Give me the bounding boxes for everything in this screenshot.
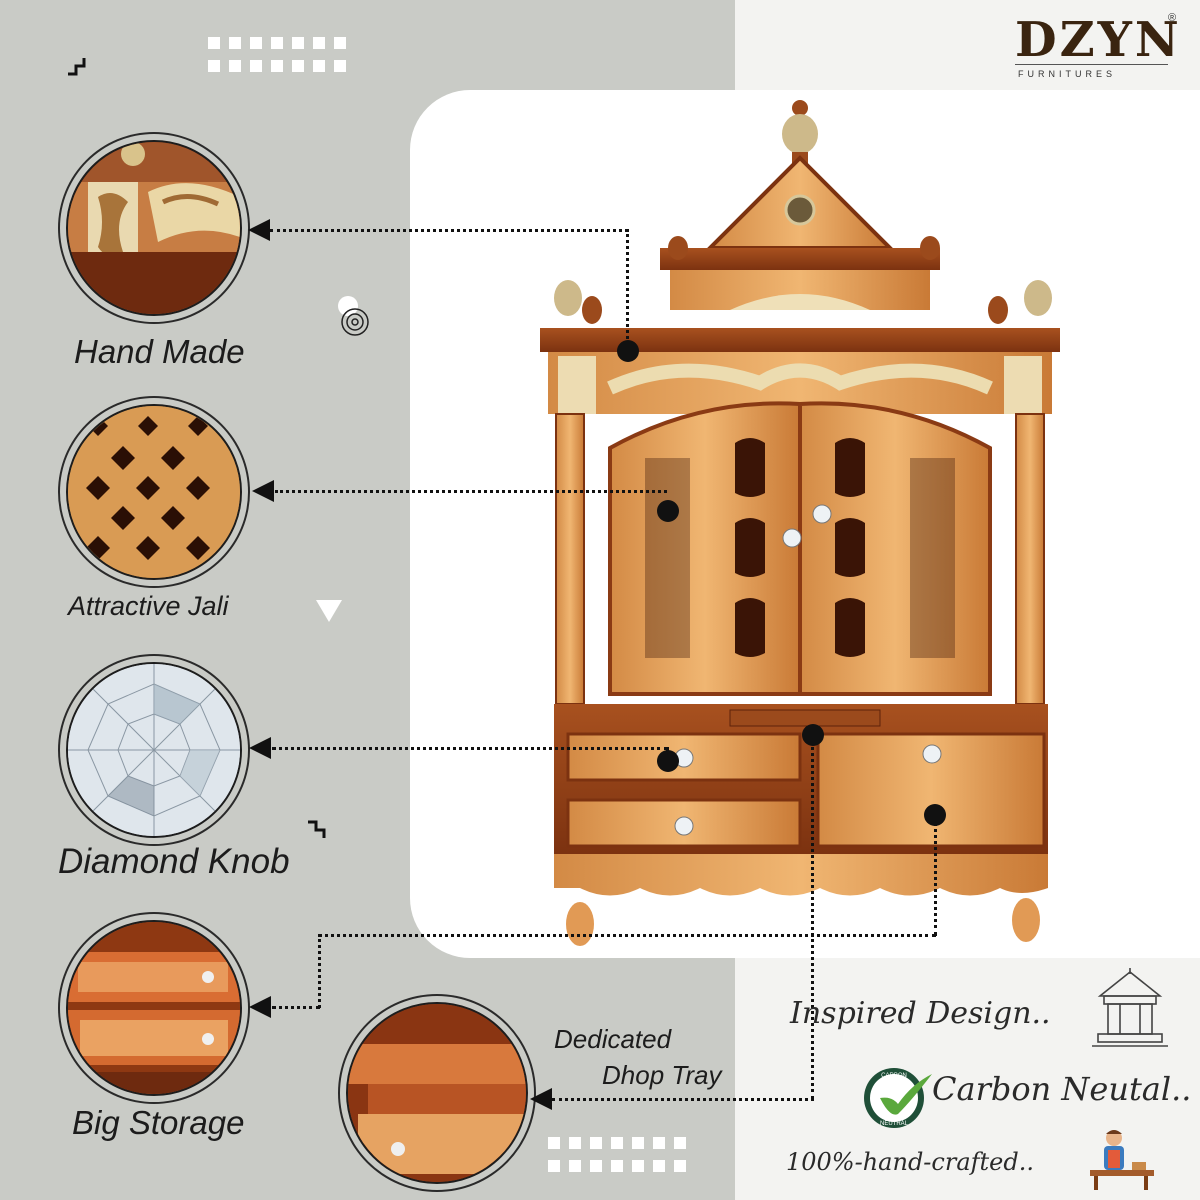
dhop-tray-closeup xyxy=(346,1002,528,1184)
pointer-dot-jali xyxy=(657,500,679,522)
hand-crafted-text: 100%-hand-crafted.. xyxy=(786,1148,1034,1176)
zigzag-icon xyxy=(68,58,86,76)
leader-tray-v xyxy=(811,734,814,1100)
diamond-knob-closeup xyxy=(66,662,242,838)
decor-squares-bottom xyxy=(548,1136,718,1177)
target-icon xyxy=(338,296,369,336)
arrow-tray xyxy=(530,1088,552,1110)
leader-storage-h1 xyxy=(318,934,936,937)
leader-tray-h xyxy=(552,1098,814,1101)
leader-storage-v2 xyxy=(318,934,321,1008)
leader-jali xyxy=(275,490,667,493)
pointer-dot-knob xyxy=(657,750,679,772)
zigzag-icon xyxy=(308,820,326,838)
temple-icon xyxy=(1092,968,1168,1047)
carbon-badge-bottom-text: NEUTRAL xyxy=(880,1121,909,1127)
arrow-jali xyxy=(252,480,274,502)
leader-storage-h2 xyxy=(272,1006,320,1009)
feature-label-diamond-knob: Diamond Knob xyxy=(58,842,290,881)
arrow-storage xyxy=(249,996,271,1018)
feature-label-attractive-jali: Attractive Jali xyxy=(68,591,229,621)
logo-divider xyxy=(1015,64,1168,65)
leader-knob xyxy=(272,747,668,750)
craftsman-icon xyxy=(1090,1130,1154,1190)
carbon-badge-top-text: CARBON xyxy=(881,1073,907,1079)
inspired-design-text: Inspired Design.. xyxy=(790,996,1051,1031)
arrow-knob xyxy=(249,737,271,759)
leader-hand-made-v xyxy=(626,229,629,345)
big-storage-closeup xyxy=(66,920,242,1096)
brand-logo: DZYN xyxy=(1015,12,1182,68)
carbon-neutral-text: Carbon Neutal.. xyxy=(932,1070,1192,1108)
jali-closeup xyxy=(66,404,242,580)
feature-label-big-storage: Big Storage xyxy=(72,1104,245,1141)
tray-label-line2: Dhop Tray xyxy=(602,1060,722,1090)
brand-subtitle: FURNITURES xyxy=(1018,69,1116,79)
leader-knob-v xyxy=(666,747,669,759)
down-triangle-icon xyxy=(316,600,342,622)
carbon-leaf-icon: CARBON NEUTRAL xyxy=(864,1068,932,1128)
leader-hand-made-h xyxy=(270,229,628,232)
hand-made-closeup xyxy=(66,140,242,316)
registered-mark: ® xyxy=(1168,12,1177,24)
leader-storage-v1 xyxy=(934,816,937,936)
tray-label-line1: Dedicated xyxy=(554,1024,672,1054)
decor-squares-top xyxy=(208,36,378,77)
arrow-hand-made xyxy=(248,219,270,241)
pointer-dot-hand-made xyxy=(617,340,639,362)
feature-label-hand-made: Hand Made xyxy=(74,333,245,370)
pointer-dot-storage xyxy=(924,804,946,826)
temple-cabinet-image xyxy=(540,100,1060,946)
